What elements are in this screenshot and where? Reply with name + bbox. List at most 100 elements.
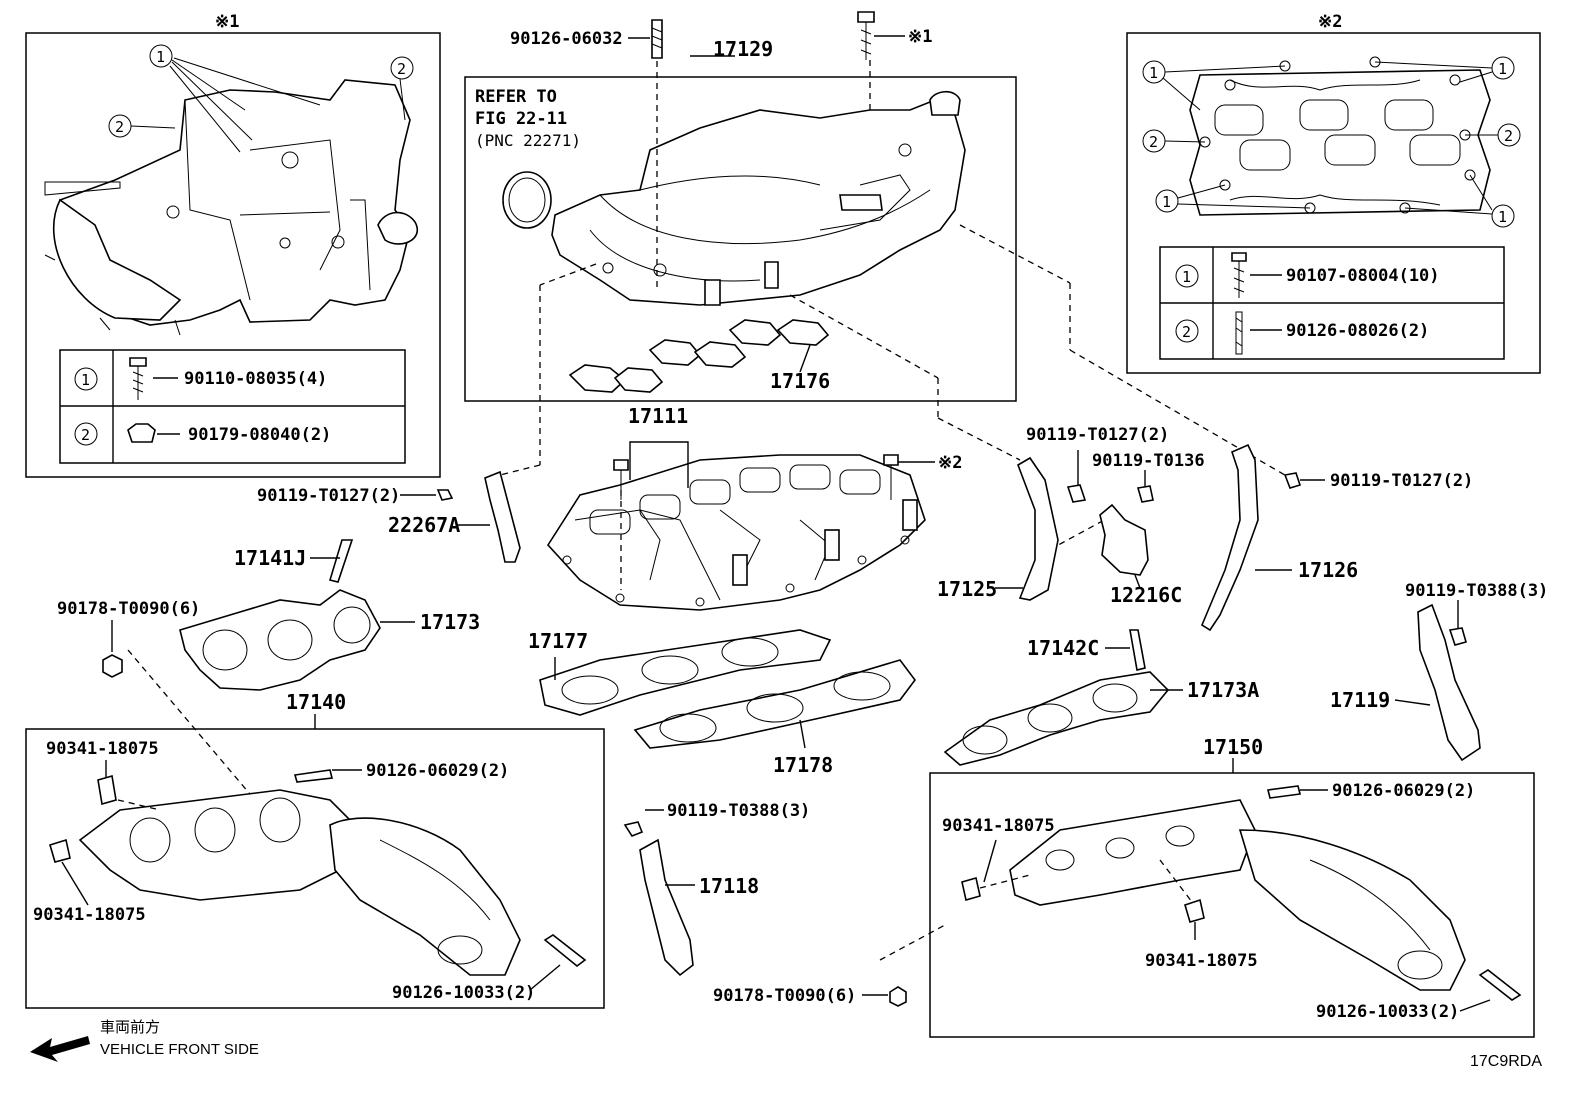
callout-17142C: 17142C — [1027, 636, 1099, 660]
plug-90341-d — [1184, 898, 1205, 923]
stud-17141J — [328, 539, 354, 583]
svg-text:2: 2 — [397, 60, 406, 78]
inset-right-row1-part: 90107-08004(10) — [1286, 266, 1440, 286]
callout-22267A: 22267A — [388, 513, 460, 537]
callout-17118: 17118 — [699, 874, 759, 898]
svg-text:2: 2 — [81, 426, 90, 444]
nut-90178-left — [102, 654, 123, 678]
top-bolts — [628, 11, 905, 60]
svg-text:1: 1 — [1162, 193, 1171, 211]
inset-left-frame — [25, 32, 441, 478]
bracket-17125 — [995, 450, 1087, 601]
callout-17177: 17177 — [528, 629, 588, 653]
callout-90126-10033-left: 90126-10033(2) — [392, 983, 535, 1003]
callout-17129: 17129 — [713, 37, 773, 61]
callout-17125: 17125 — [937, 577, 997, 601]
vehicle-front-indicator: 車両前方 VEHICLE FRONT SIDE — [30, 1019, 259, 1062]
gasket-17178 — [633, 659, 916, 749]
callout-90126-06032: 90126-06032 — [510, 29, 623, 49]
inset-left-row1-part: 90110-08035(4) — [184, 369, 327, 389]
callout-17126: 17126 — [1298, 558, 1358, 582]
callout-90178-T0090-middle: 90178-T0090(6) — [713, 986, 856, 1006]
refer-line2: FIG 22-11 — [475, 109, 567, 129]
callout-17176: 17176 — [770, 369, 830, 393]
svg-text:2: 2 — [1149, 133, 1158, 151]
front-arrow-icon — [30, 1036, 90, 1062]
inset-right-frame — [1126, 32, 1541, 374]
manifold-side-view — [44, 79, 418, 336]
inset-left-table: 1 2 90110-08035(4) 90179-08040(2) — [59, 349, 406, 464]
stud-17142C — [1129, 629, 1146, 671]
callout-mark1: ※1 — [908, 27, 932, 47]
inset-left-mark: ※1 — [215, 12, 239, 32]
callout-17111: 17111 — [628, 404, 688, 428]
nut-90178-middle — [889, 986, 907, 1007]
plug-90341-a — [97, 774, 117, 806]
callout-90178-T0090-left: 90178-T0090(6) — [57, 599, 200, 619]
callout-90119-T0127-middle: 90119-T0127(2) — [1026, 425, 1169, 445]
bracket-22267A — [400, 470, 521, 563]
bracket-17118 — [623, 809, 695, 977]
bolt-90119-right — [1283, 472, 1302, 489]
callout-90119-T0127-left: 90119-T0127(2) — [257, 486, 400, 506]
svg-text:1: 1 — [81, 371, 90, 389]
svg-text:1: 1 — [1182, 268, 1191, 286]
svg-text:1: 1 — [1149, 64, 1158, 82]
svg-text:1: 1 — [1498, 208, 1507, 226]
exhaust-manifold-left — [78, 769, 521, 976]
plenum-gasket-17176 — [568, 319, 830, 393]
svg-text:2: 2 — [1182, 323, 1191, 341]
refer-line1: REFER TO — [475, 87, 557, 107]
footer-en: VEHICLE FRONT SIDE — [100, 1041, 259, 1058]
lower-intake-manifold — [546, 441, 935, 611]
inset-right-row2-part: 90126-08026(2) — [1286, 321, 1429, 341]
callout-90341-18075-d: 90341-18075 — [1145, 951, 1258, 971]
bracket-12216C — [1099, 470, 1154, 589]
exhaust-manifold-right-group — [929, 758, 1535, 1038]
callout-90126-06029-right: 90126-06029(2) — [1332, 781, 1475, 801]
plug-90341-c — [961, 876, 981, 902]
inset-left-callouts: 1 2 2 — [108, 44, 414, 153]
callout-90341-18075-b: 90341-18075 — [33, 905, 146, 925]
callout-17119: 17119 — [1330, 688, 1390, 712]
inset-left-row2-part: 90179-08040(2) — [188, 425, 331, 445]
callout-90126-06029-left: 90126-06029(2) — [366, 761, 509, 781]
bracket-17126 — [1200, 443, 1292, 632]
refer-line3: (PNC 22271) — [475, 131, 581, 150]
stud-90126-10033-left — [543, 934, 587, 968]
callout-90119-T0127-right: 90119-T0127(2) — [1330, 471, 1473, 491]
footer-jp: 車両前方 — [100, 1019, 160, 1036]
svg-text:2: 2 — [1504, 127, 1513, 145]
callout-90341-18075-a: 90341-18075 — [46, 739, 159, 759]
upper-intake-plenum — [551, 99, 966, 306]
callout-90119-T0388-middle: 90119-T0388(3) — [667, 801, 810, 821]
callout-17178: 17178 — [773, 753, 833, 777]
callout-90119-T0388-right: 90119-T0388(3) — [1405, 581, 1548, 601]
diagram-code: 17C9RDA — [1470, 1053, 1542, 1070]
svg-text:2: 2 — [115, 118, 124, 136]
svg-text:1: 1 — [156, 48, 165, 66]
callout-90341-18075-c: 90341-18075 — [942, 816, 1055, 836]
stud-90126-10033-right — [1478, 969, 1522, 1001]
inset-right-mark: ※2 — [1318, 12, 1342, 32]
throttle-gasket — [502, 171, 552, 229]
inset-right: ※2 1 1 2 2 1 — [1126, 12, 1541, 374]
gasket-17173 — [179, 589, 415, 691]
callout-17150: 17150 — [1203, 735, 1263, 759]
inset-right-table: 1 2 90107-08004(10) 90126-08026(2) — [1159, 246, 1505, 360]
callout-mark2: ※2 — [938, 453, 962, 473]
exhaust-manifold-right — [1009, 785, 1466, 991]
plug-90341-b — [49, 838, 71, 863]
svg-text:1: 1 — [1498, 60, 1507, 78]
callout-17173: 17173 — [420, 610, 480, 634]
gasket-top-view — [1189, 56, 1491, 216]
gasket-17177 — [539, 629, 832, 716]
callout-12216C: 12216C — [1110, 583, 1182, 607]
callout-17140: 17140 — [286, 690, 346, 714]
callout-90119-T0136: 90119-T0136 — [1092, 451, 1205, 471]
gasket-17173A — [943, 671, 1183, 766]
exhaust-right-frame — [929, 772, 1535, 1038]
plenum-group: REFER TO FIG 22-11 (PNC 22271) — [464, 50, 1017, 402]
